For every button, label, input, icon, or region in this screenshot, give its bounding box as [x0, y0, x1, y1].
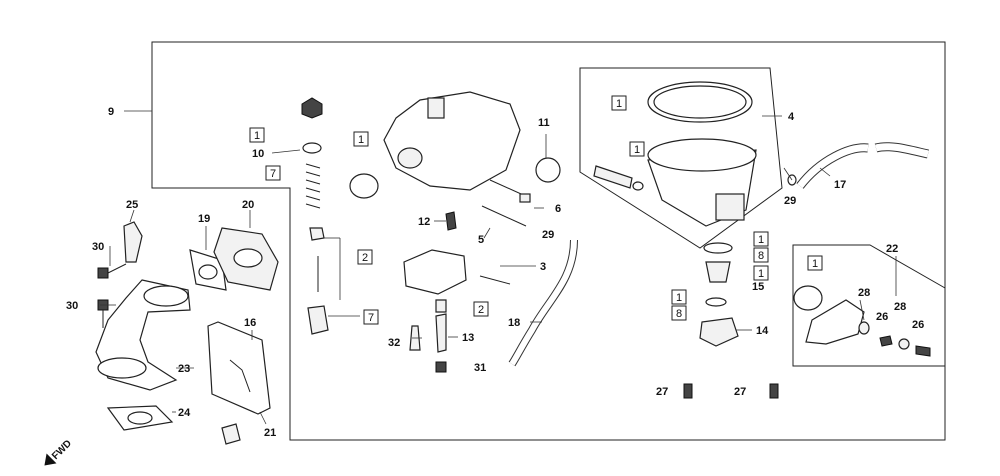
fwd-arrow-icon: [44, 453, 57, 466]
callout-15: 15: [752, 281, 764, 293]
callout-21: 21: [264, 427, 276, 439]
ref-box-1-fuel: 1: [812, 258, 818, 270]
callout-19: 19: [198, 213, 210, 225]
ref-box-1-r1: 1: [758, 234, 764, 246]
ref-box-1-center: 1: [358, 134, 364, 146]
ref-box-8-r2: 8: [676, 308, 682, 320]
callout-28-right: 28: [894, 301, 906, 313]
callout-12: 12: [418, 216, 430, 228]
ref-box-1-bowl-screw: 1: [634, 144, 640, 156]
ref-box-2-jet: 2: [478, 304, 484, 316]
callout-29-center: 29: [542, 229, 554, 241]
ref-box-1-r3: 1: [676, 292, 682, 304]
reference-boxes: 1 7 1 2 2 7 1 1 1 8 1 1 8 1: [249, 95, 823, 325]
callout-11: 11: [538, 117, 550, 129]
callout-4: 4: [788, 111, 795, 123]
callout-3: 3: [540, 261, 546, 273]
callout-28-left: 28: [858, 287, 870, 299]
callout-27-left: 27: [656, 386, 668, 398]
callout-13: 13: [462, 332, 474, 344]
intake-group: [95, 221, 279, 445]
callout-10: 10: [252, 148, 264, 160]
callout-30-upper: 30: [92, 241, 104, 253]
ref-box-7-left: 7: [270, 168, 276, 180]
callout-26-right: 26: [912, 319, 924, 331]
callouts: 9 10 25 19 20 30 30 23 24 16 21 11 12 5 …: [66, 106, 924, 439]
leader-lines: [100, 110, 897, 425]
ref-box-2-center: 2: [362, 252, 368, 264]
callout-23: 23: [178, 363, 190, 375]
callout-24: 24: [178, 407, 191, 419]
carburetor-body: [349, 91, 561, 373]
callout-9: 9: [108, 106, 114, 118]
callout-18: 18: [508, 317, 520, 329]
ref-box-8-r1: 8: [758, 250, 764, 262]
callout-26-left: 26: [876, 311, 888, 323]
fuel-valve-group: [793, 285, 931, 357]
throttle-stop-group: [301, 97, 329, 335]
fwd-label: FWD: [50, 438, 74, 462]
fwd-indicator: FWD: [44, 438, 74, 466]
callout-32: 32: [388, 337, 400, 349]
callout-6: 6: [555, 203, 561, 215]
callout-29-right: 29: [784, 195, 796, 207]
assembly-frame: [151, 41, 946, 441]
callout-17: 17: [834, 179, 846, 191]
callout-20: 20: [242, 199, 254, 211]
float-bowl-group: [593, 81, 779, 399]
callout-14: 14: [756, 325, 769, 337]
callout-25: 25: [126, 199, 138, 211]
callout-30-lower: 30: [66, 300, 78, 312]
callout-16: 16: [244, 317, 256, 329]
ref-box-1-left: 1: [254, 130, 260, 142]
ref-box-1-bowl: 1: [616, 98, 622, 110]
callout-22: 22: [886, 243, 898, 255]
callout-31: 31: [474, 362, 486, 374]
ref-box-7-center: 7: [368, 312, 374, 324]
callout-5: 5: [478, 234, 484, 246]
fuel-valve-frame: [792, 244, 946, 367]
callout-27-right: 27: [734, 386, 746, 398]
ref-box-1-r2: 1: [758, 268, 764, 280]
